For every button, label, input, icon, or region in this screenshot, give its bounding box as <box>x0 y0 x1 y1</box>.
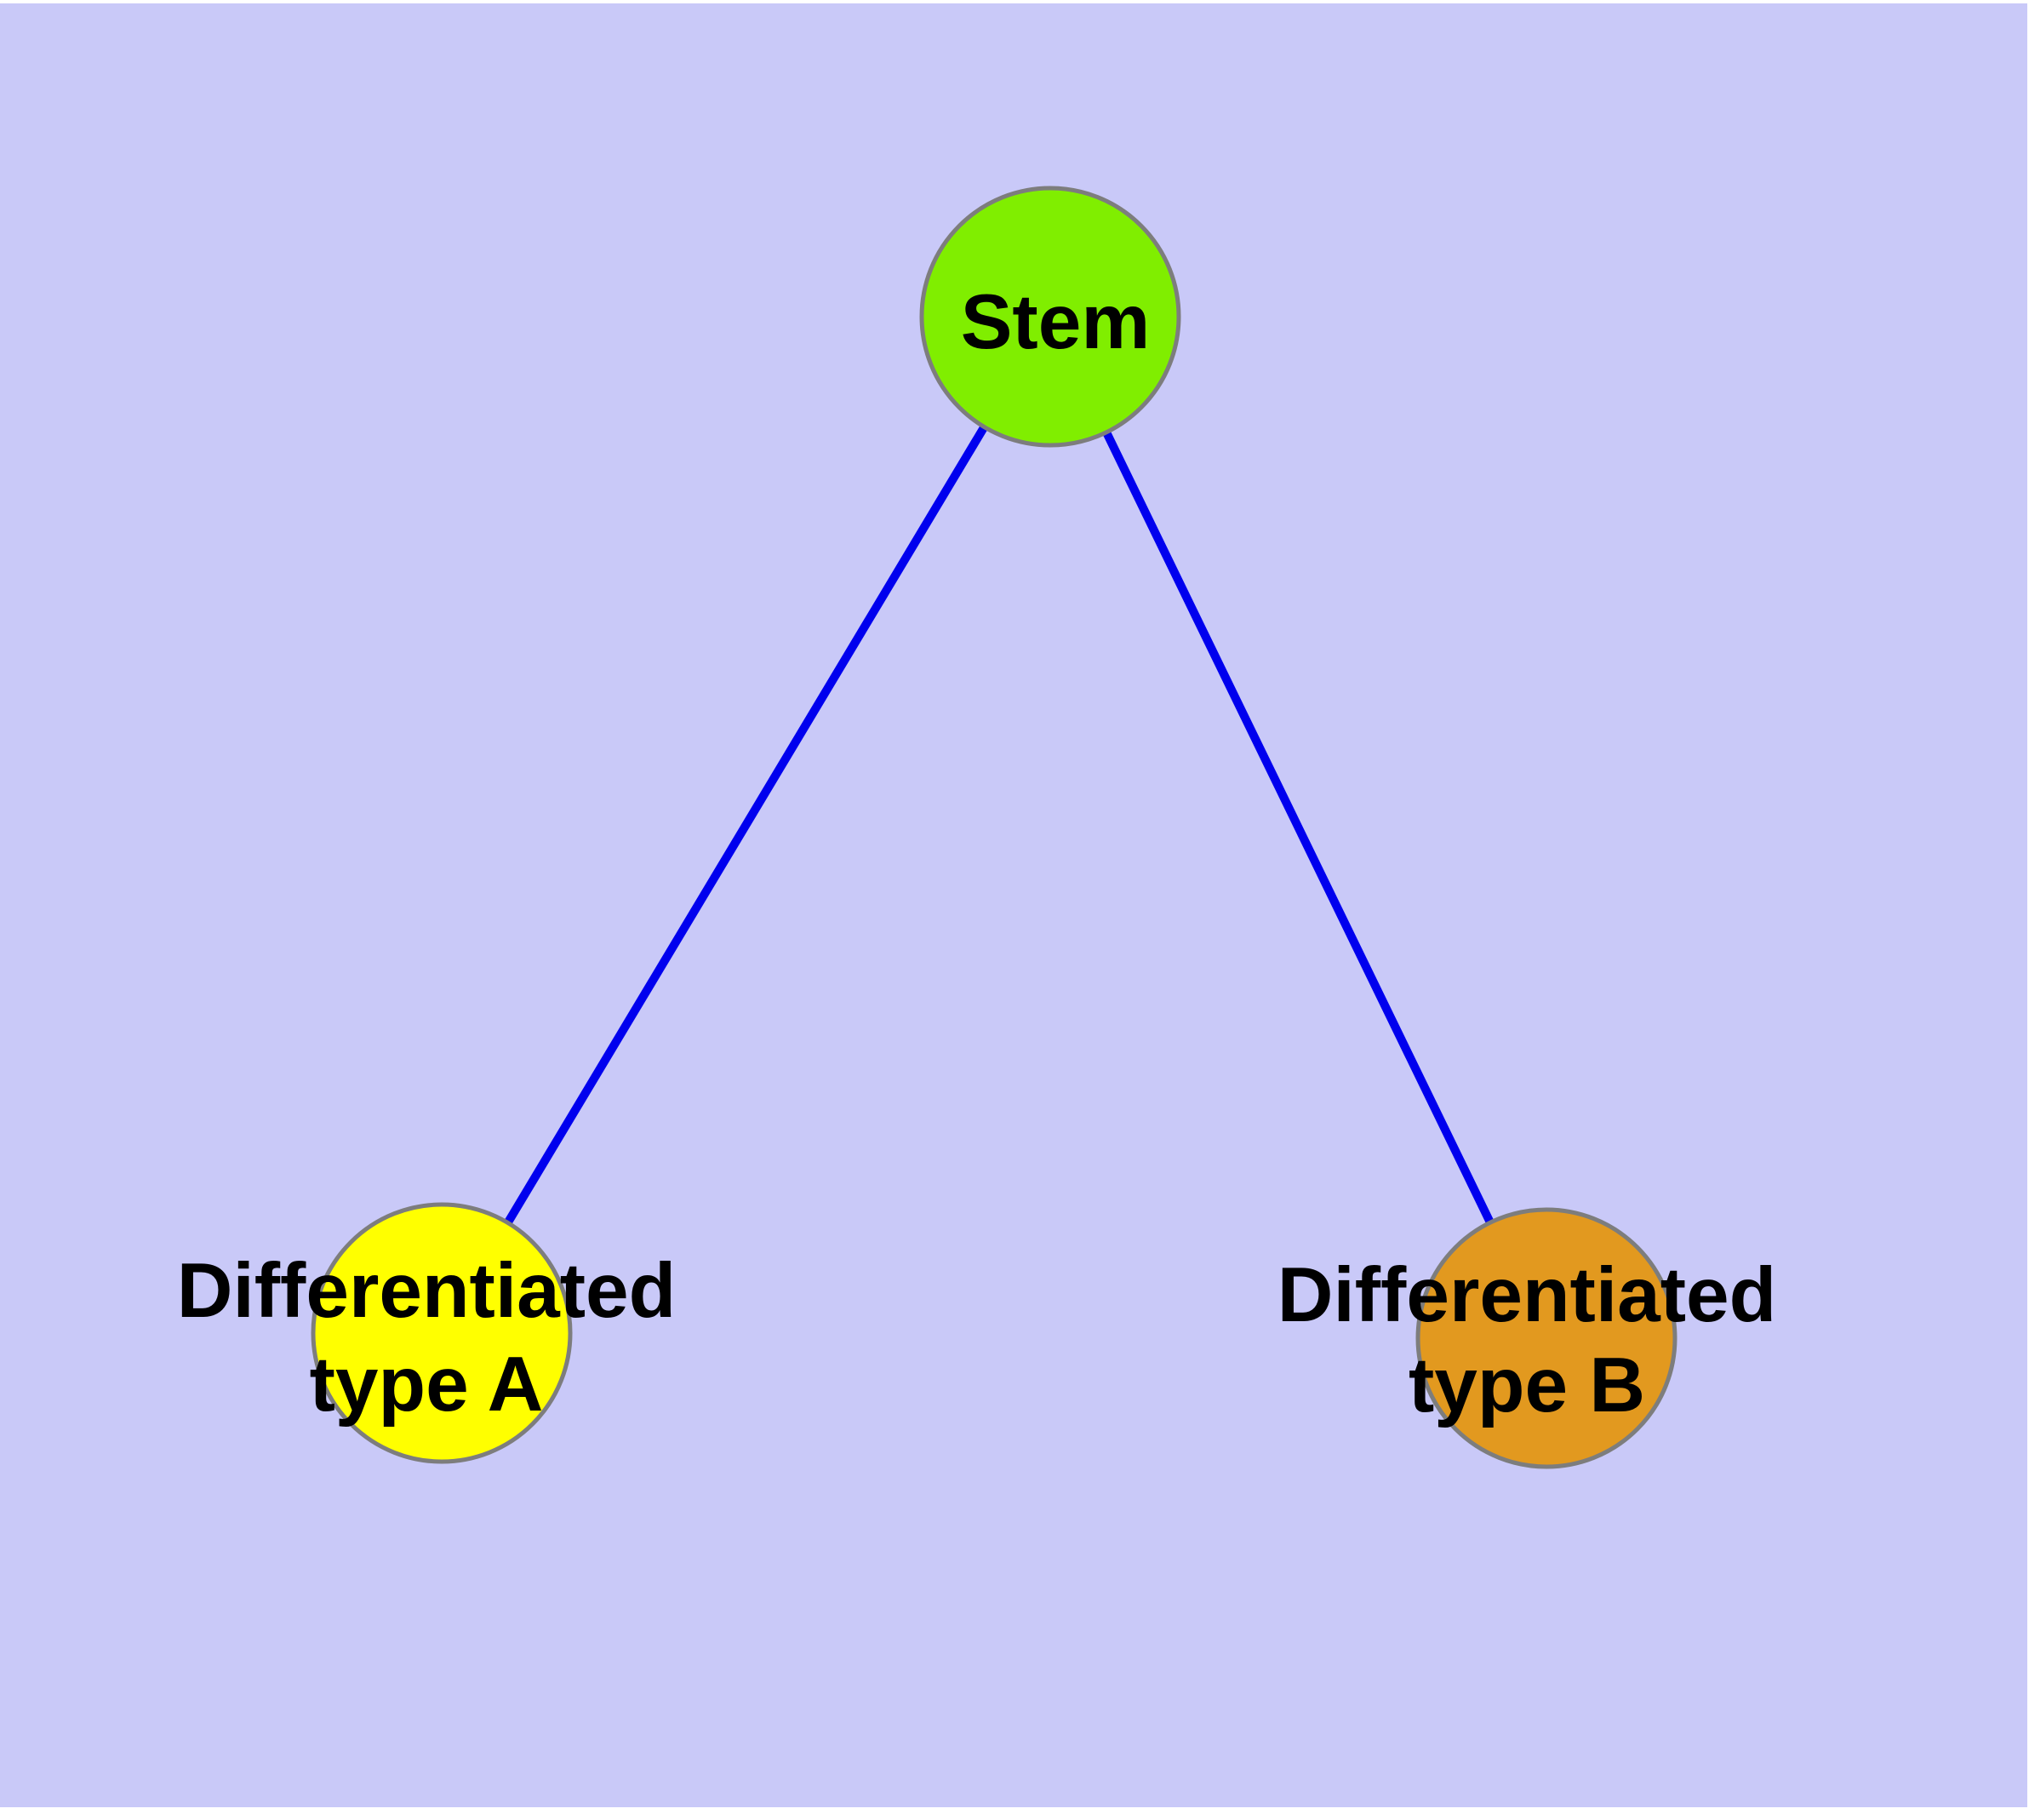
node-differentiated-type-a-circle <box>311 1202 573 1464</box>
node-differentiated-type-b-circle <box>1415 1207 1677 1469</box>
node-differentiated-type-a-label-line-2: type A <box>310 1342 544 1428</box>
nodes-layer <box>311 186 1677 1469</box>
node-differentiated-type-a-label-line-1: Differentiated <box>177 1248 677 1334</box>
edge-stem-to-differentiated-type-b <box>1046 314 1551 1341</box>
node-stem-label: Stem <box>961 279 1151 365</box>
edge-stem-to-differentiated-type-a <box>437 314 1055 1336</box>
edges-layer <box>437 314 1551 1341</box>
node-stem-circle <box>919 186 1181 448</box>
node-differentiated-type-b-label-line-1: Differentiated <box>1277 1252 1777 1338</box>
node-stem-label-line-1: Stem <box>961 279 1151 365</box>
node-differentiated-type-b-label-line-2: type B <box>1409 1342 1645 1428</box>
